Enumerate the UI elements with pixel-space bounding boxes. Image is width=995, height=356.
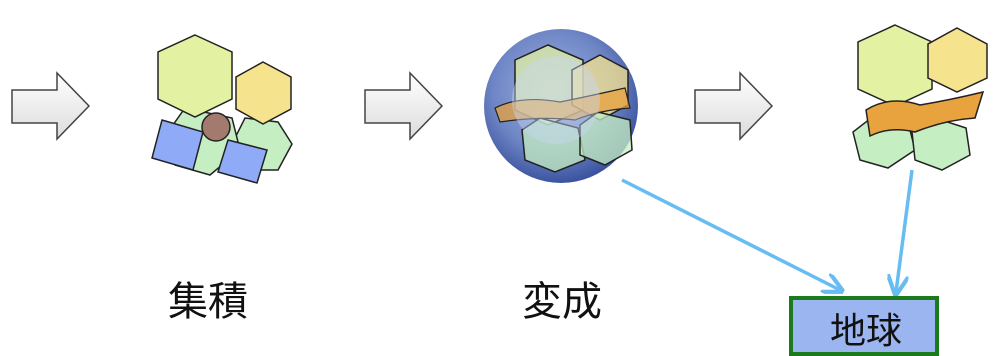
metamorphism-sphere <box>484 29 638 183</box>
connector-arrow-sphere-to-earth <box>621 178 840 290</box>
accumulation-label: 集積 <box>168 279 248 325</box>
blue-square-right <box>217 139 268 184</box>
metamorphic-rock <box>852 24 988 171</box>
metamorphism-label: 変成 <box>522 279 602 325</box>
process-diagram <box>11 24 988 333</box>
brown-circle <box>201 112 231 142</box>
sphere-highlight <box>512 56 600 144</box>
flow-arrow-3 <box>694 71 774 141</box>
earth-box-label: 地球 <box>830 311 903 352</box>
earth-box: 地球 <box>789 296 939 356</box>
connector-arrow-rock-to-earth <box>896 169 914 292</box>
green-hexagon-inner-right <box>579 111 633 166</box>
yellow-hexagon <box>235 61 292 125</box>
blue-square-left <box>151 119 204 171</box>
yellow-hexagon-top <box>927 27 988 93</box>
yellow-green-hexagon-top <box>857 24 933 107</box>
flow-arrow-2 <box>364 71 444 141</box>
orange-band-inner <box>494 87 631 123</box>
accumulation-cluster <box>151 34 293 184</box>
flow-arrow-1 <box>11 71 91 141</box>
green-hexagon-inner-left <box>521 117 586 173</box>
orange-band <box>865 90 985 138</box>
yellow-green-hexagon <box>157 34 233 118</box>
